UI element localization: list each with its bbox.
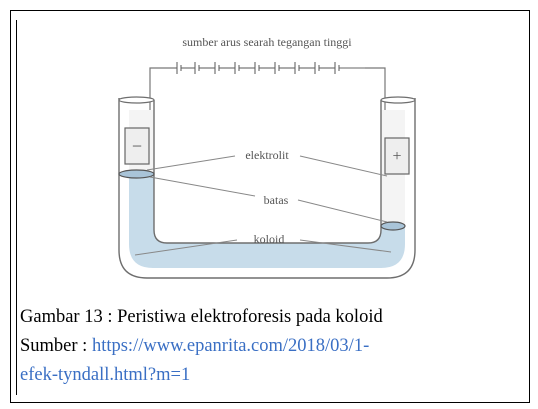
electrolyte-label: elektrolit [245, 148, 289, 162]
battery-icon [170, 62, 365, 74]
leader-lines [134, 155, 392, 256]
page-margin-line [16, 20, 17, 395]
left-tube-mouth [118, 96, 155, 104]
electrophoresis-diagram: sumber arus searah tegangan tinggi [95, 30, 440, 292]
figure-frame [10, 10, 530, 403]
source-line: Sumber : https://www.epanrita.com/2018/0… [20, 332, 525, 361]
power-source-label: sumber arus searah tegangan tinggi [182, 35, 352, 49]
negative-electrode [124, 127, 150, 165]
wire [149, 67, 386, 138]
positive-sign: + [392, 148, 401, 165]
source-link-part2[interactable]: efek-tyndall.html?m=1 [20, 365, 191, 385]
figure-title: Gambar 13 : Peristiwa elektroforesis pad… [20, 307, 383, 327]
positive-electrode [384, 137, 410, 175]
boundary-left [118, 169, 155, 179]
colloid-fill [129, 174, 405, 268]
colloid-label: koloid [254, 232, 285, 246]
right-tube-mouth [380, 96, 416, 104]
negative-sign: − [132, 136, 142, 156]
source-link-part1[interactable]: https://www.epanrita.com/2018/03/1- [91, 336, 370, 356]
figure-caption: Gambar 13 : Peristiwa elektroforesis pad… [20, 303, 525, 390]
diagram-svg: sumber arus searah tegangan tinggi [118, 35, 416, 279]
source-prefix: Sumber : [20, 336, 92, 356]
boundary-right [380, 221, 406, 231]
u-tube-outer [118, 98, 416, 279]
boundary-label: batas [264, 193, 289, 207]
u-tube-inner [153, 100, 382, 244]
